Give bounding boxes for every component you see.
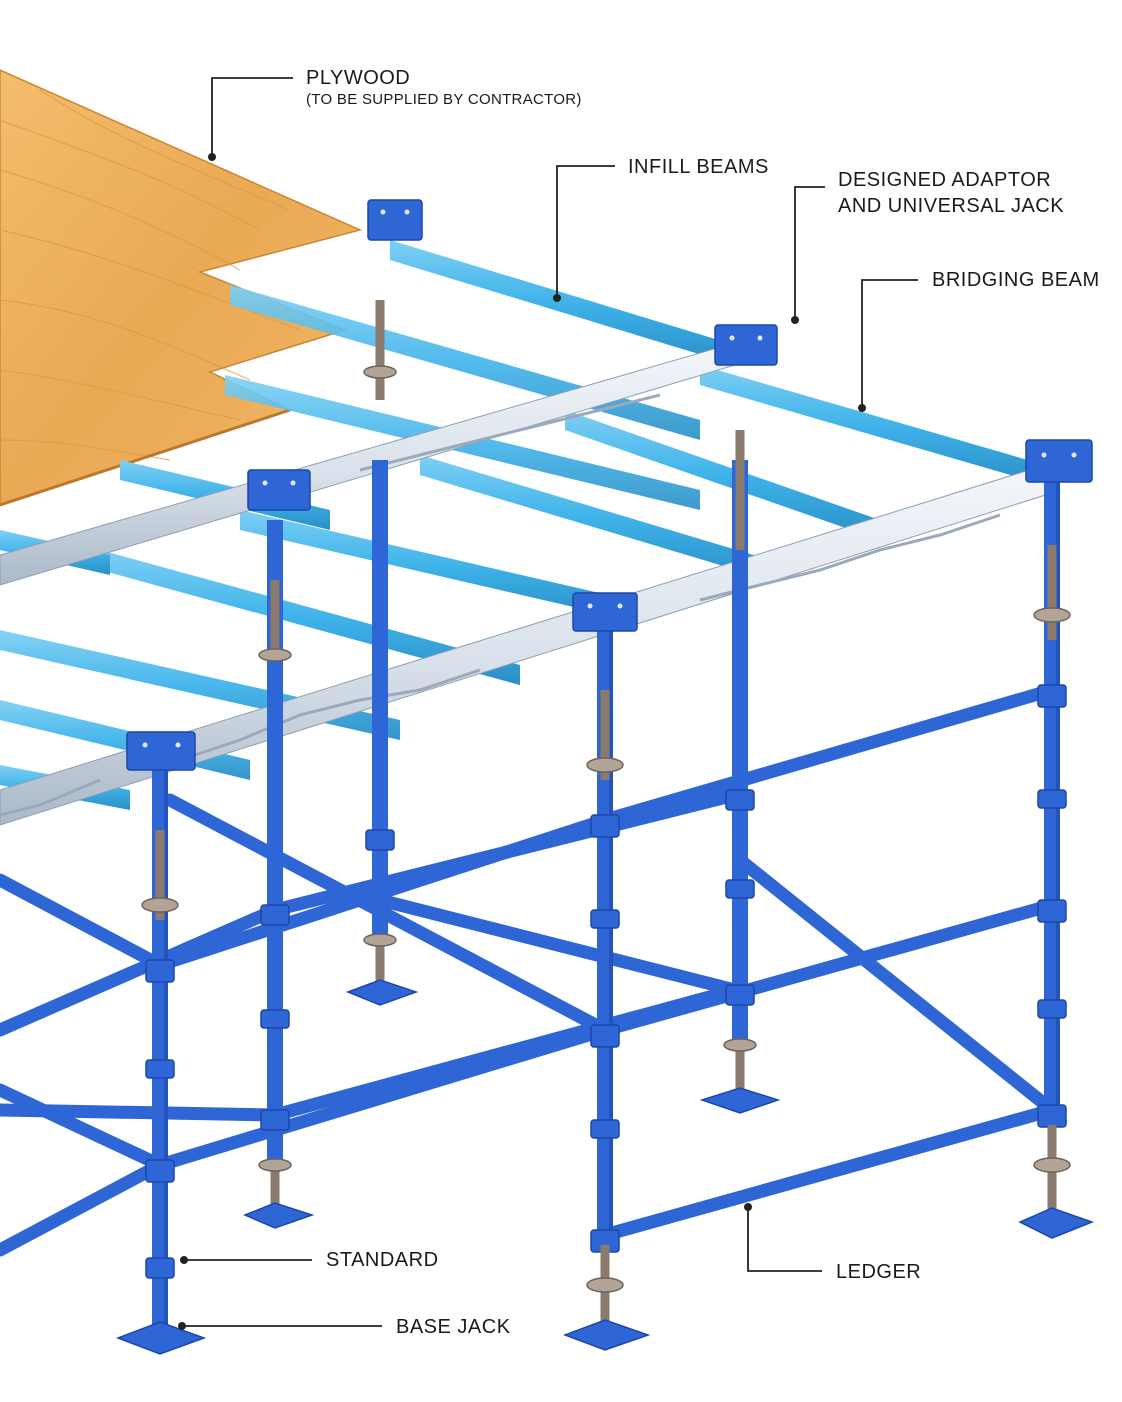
leader-infill-beams [556, 165, 615, 298]
labels: PLYWOOD (TO BE SUPPLIED BY CONTRACTOR) I… [306, 67, 1100, 1338]
label-standard: STANDARD [326, 1249, 439, 1271]
label-plywood: PLYWOOD [306, 67, 410, 89]
label-base-jack: BASE JACK [396, 1316, 511, 1338]
label-adaptor-line2: AND UNIVERSAL JACK [838, 195, 1064, 217]
label-bridging-beam: BRIDGING BEAM [932, 269, 1100, 291]
leader-adaptor [794, 186, 825, 320]
label-adaptor-line1: DESIGNED ADAPTOR [838, 169, 1051, 191]
leader-plywood [211, 77, 293, 157]
jack-nuts [141, 365, 1071, 1293]
leader-bridging-beam [861, 279, 918, 408]
plywood-sheet [0, 69, 363, 507]
cuplock-nodes [145, 684, 1067, 1279]
base-plates [115, 979, 1095, 1355]
label-plywood-note: (TO BE SUPPLIED BY CONTRACTOR) [306, 91, 582, 108]
leader-dots [178, 153, 866, 1330]
leader-lines [182, 77, 918, 1327]
head-adaptors [126, 199, 1093, 771]
label-infill-beams: INFILL BEAMS [628, 156, 769, 178]
label-ledger: LEDGER [836, 1261, 921, 1283]
standards [152, 460, 1060, 1335]
leader-ledger [747, 1207, 822, 1272]
